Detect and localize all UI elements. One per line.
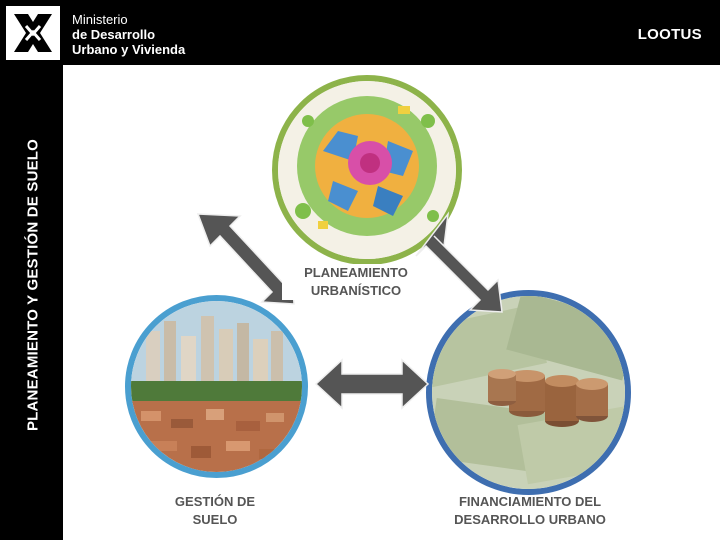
arrow-land-financing (316, 360, 428, 408)
arrow-planning-land (198, 214, 294, 304)
planning-label: PLANEAMIENTO URBANÍSTICO (282, 264, 430, 300)
financing-label-line1: FINANCIAMIENTO DEL (430, 493, 630, 511)
land-label-line1: GESTIÓN DE (140, 493, 290, 511)
financing-label: FINANCIAMIENTO DEL DESARROLLO URBANO (430, 493, 630, 529)
financing-label-line2: DESARROLLO URBANO (430, 511, 630, 529)
planning-label-line1: PLANEAMIENTO (282, 264, 430, 282)
land-label-line2: SUELO (140, 511, 290, 529)
land-management-label: GESTIÓN DE SUELO (140, 493, 290, 529)
planning-label-line2: URBANÍSTICO (282, 282, 430, 300)
